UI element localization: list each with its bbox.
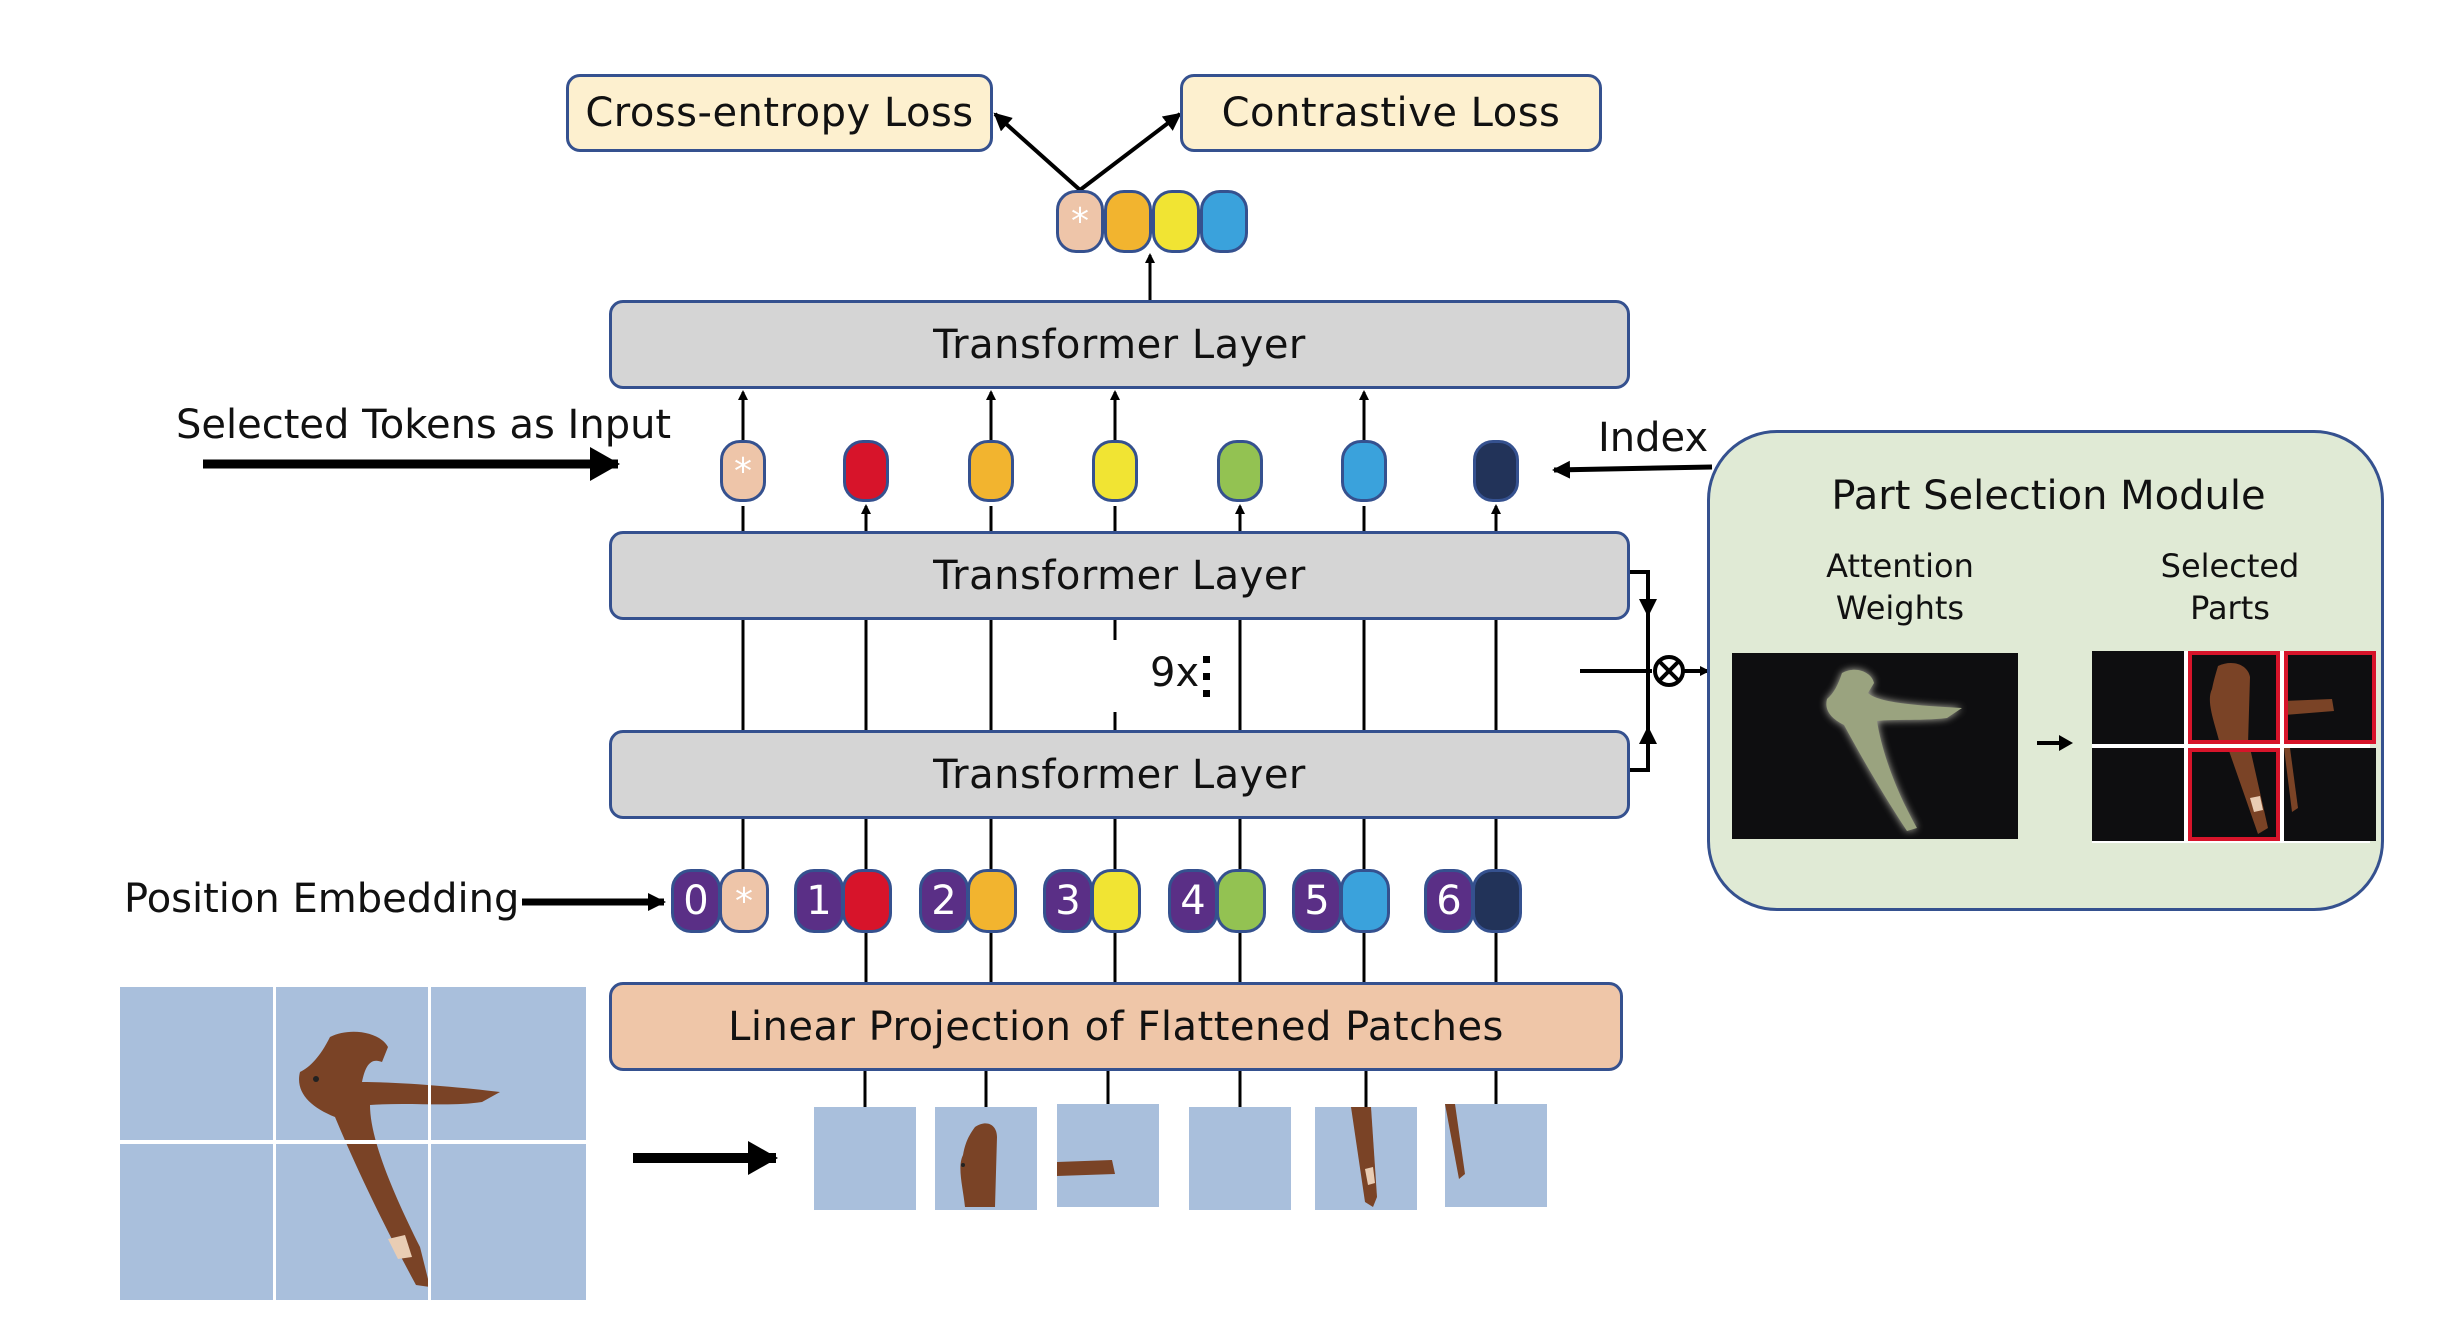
image-patch-1 [814, 1107, 916, 1210]
patch-bird-fragment [1351, 1107, 1377, 1207]
attention-weights-image [1732, 653, 2018, 839]
patch-bird-fragment [1057, 1160, 1115, 1176]
output-token-t3 [1152, 190, 1200, 253]
transformer-layer-label: Transformer Layer [933, 552, 1306, 599]
contrastive-loss-label: Contrastive Loss [1221, 90, 1561, 136]
selected-token-cls: * [720, 440, 766, 502]
linear-projection-box: Linear Projection of Flattened Patches [609, 982, 1623, 1071]
linear-projection-label: Linear Projection of Flattened Patches [728, 1003, 1504, 1050]
position-index-5: 5 [1292, 869, 1342, 933]
repeat-dot [1203, 690, 1210, 697]
patch-bird-fragment [960, 1123, 997, 1207]
position-index-3: 3 [1043, 869, 1093, 933]
attention-bird-silhouette [1826, 669, 1962, 831]
position-index-0: 0 [671, 869, 721, 933]
selected-part-cell [2188, 748, 2280, 841]
cls-marker: * [734, 450, 752, 492]
position-token-t4 [1216, 869, 1266, 933]
position-token-t1 [842, 869, 892, 933]
position-index-4: 4 [1168, 869, 1218, 933]
bird-shape [299, 1031, 500, 1287]
attention-label-line1: Attention [1826, 547, 1974, 585]
repeat-dot [1203, 656, 1210, 663]
image-patch-6 [1445, 1104, 1547, 1207]
bottom-connectors [741, 819, 1498, 1107]
multiply-icon-stroke-b [1657, 659, 1681, 683]
selected-label-line1: Selected [2160, 547, 2300, 585]
cross-entropy-loss-box: Cross-entropy Loss [566, 74, 993, 152]
output-token-cls: * [1056, 190, 1104, 253]
image-patch-2 [935, 1107, 1037, 1210]
transformer-layer-stack-top: Transformer Layer [609, 531, 1630, 620]
index-label: Index [1598, 415, 1709, 461]
selected-token-connectors [738, 390, 1501, 531]
selected-token-t3 [1092, 440, 1138, 502]
position-token-t2 [967, 869, 1017, 933]
patch-bird-fragment [1445, 1104, 1465, 1179]
position-index-label: 4 [1180, 878, 1206, 924]
image-patch-4 [1189, 1107, 1291, 1210]
image-patch-5 [1315, 1107, 1417, 1210]
position-token-t6 [1472, 869, 1522, 933]
image-patch-3 [1057, 1104, 1159, 1207]
junction-bottom [1630, 726, 1657, 772]
repeat-dot [1203, 673, 1210, 680]
selected-token-t5 [1341, 440, 1387, 502]
position-embedding-label: Position Embedding [124, 876, 520, 922]
selected-tokens-label: Selected Tokens as Input [176, 402, 672, 448]
attention-weights-label: Attention Weights [1770, 545, 2030, 629]
position-index-label: 1 [806, 878, 832, 924]
position-index-1: 1 [794, 869, 844, 933]
selected-parts-label: Selected Parts [2100, 545, 2360, 629]
position-index-label: 0 [683, 878, 709, 924]
bird-eye [313, 1076, 319, 1082]
bird-illustration [299, 1031, 500, 1287]
position-index-6: 6 [1424, 869, 1474, 933]
cls-marker: * [735, 880, 753, 922]
cross-entropy-loss-label: Cross-entropy Loss [585, 90, 974, 136]
output-token-t5 [1200, 190, 1248, 253]
transformer-layer-stack-bottom: Transformer Layer [609, 730, 1630, 819]
selected-token-t1 [843, 440, 889, 502]
junction-top [1630, 570, 1657, 617]
transformer-layer-label: Transformer Layer [933, 751, 1306, 798]
position-index-label: 2 [931, 878, 957, 924]
part-cell [2092, 748, 2184, 841]
selected-token-t2 [968, 440, 1014, 502]
position-token-t3 [1091, 869, 1141, 933]
bird-wing-patch [388, 1235, 412, 1259]
selected-token-t4 [1217, 440, 1263, 502]
position-index-2: 2 [919, 869, 969, 933]
transformer-layer-final: Transformer Layer [609, 300, 1630, 389]
input-image [120, 987, 586, 1300]
position-token-t5 [1340, 869, 1390, 933]
position-index-label: 3 [1055, 878, 1081, 924]
index-arrow [1552, 460, 1713, 479]
position-token-cls: * [719, 869, 769, 933]
selected-part-cell [2188, 651, 2280, 744]
arrow-to-contrastive [1078, 112, 1182, 192]
part-selection-title: Part Selection Module [1831, 473, 2266, 519]
grid-line-h [120, 1140, 586, 1144]
selected-parts-grid [2092, 651, 2376, 843]
attention-label-line2: Weights [1835, 589, 1965, 627]
part-selection-module: Part Selection Module Attention Weights … [1707, 430, 2384, 911]
stack-connectors [741, 620, 1498, 730]
part-cell [2284, 748, 2376, 841]
selected-label-line2: Parts [2190, 589, 2270, 627]
output-token-t2 [1104, 190, 1152, 253]
contrastive-loss-box: Contrastive Loss [1180, 74, 1602, 152]
position-index-label: 6 [1436, 878, 1462, 924]
arrow-to-cross-entropy [993, 112, 1082, 192]
position-index-label: 5 [1304, 878, 1330, 924]
panel-arrow [2037, 735, 2073, 751]
selected-token-t6 [1473, 440, 1519, 502]
selected-part-cell [2284, 651, 2376, 744]
cls-marker: * [1071, 201, 1089, 242]
part-cell [2092, 651, 2184, 744]
transformer-layer-label: Transformer Layer [933, 321, 1306, 368]
repeat-count: 9x [1150, 650, 1200, 696]
